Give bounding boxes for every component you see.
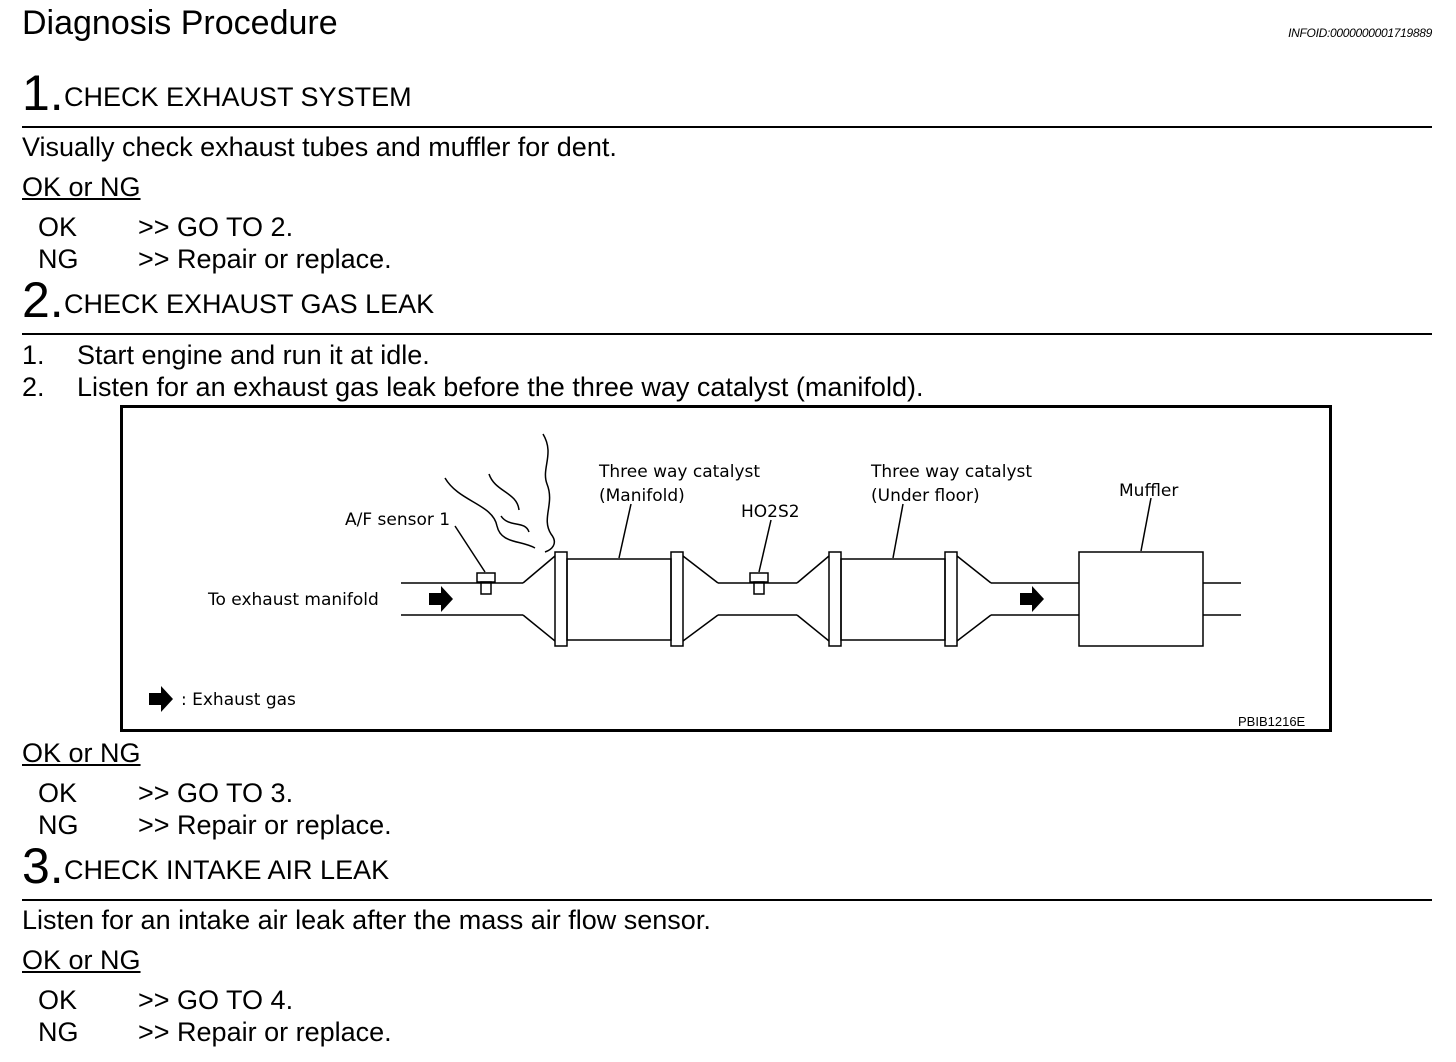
cone-1-top (522, 555, 556, 584)
step-2-divider (22, 333, 1432, 335)
catalyst-1-flange-right (670, 551, 684, 647)
catalyst-manifold-label-1: Three way catalyst (598, 462, 760, 482)
catalyst-underfloor-label-1: Three way catalyst (870, 462, 1032, 482)
ho2s2-leader (758, 519, 772, 573)
catalyst-2-flange-left (828, 551, 842, 647)
ho2s2-cap (749, 572, 769, 583)
step-1-divider (22, 126, 1432, 128)
catalyst-1-leader (618, 503, 632, 559)
cone-4-bottom (956, 614, 992, 642)
step-3-number: 3. (22, 838, 64, 894)
legend-arrow-icon (149, 686, 173, 712)
step-2-list-num-2: 2. (22, 372, 45, 402)
catalyst-1-body (566, 558, 672, 641)
catalyst-2-leader (892, 503, 904, 559)
smoke-curl-2 (444, 477, 536, 549)
cone-2-bottom (682, 614, 719, 642)
catalyst-2-flange-right (944, 551, 958, 647)
smoke-curl-3 (488, 473, 520, 511)
step-2-okng-label: OK or NG (22, 738, 141, 768)
smoke-curl-1 (542, 433, 556, 553)
step-1-number: 1. (22, 65, 64, 121)
af-sensor-label: A/F sensor 1 (345, 510, 450, 530)
exhaust-system-diagram: Three way catalyst (Manifold) Three way … (120, 405, 1332, 732)
cone-2-top (682, 555, 719, 584)
step-2-heading: CHECK EXHAUST GAS LEAK (64, 289, 435, 319)
cone-3-bottom (796, 614, 830, 642)
step-2-ng-action: >> Repair or replace. (138, 810, 392, 840)
flow-arrow-rear (1020, 586, 1044, 612)
step-3-ng-key: NG (38, 1017, 79, 1047)
catalyst-2-body (840, 558, 946, 641)
step-3-body: Listen for an intake air leak after the … (22, 905, 711, 935)
step-1-ok-action: >> GO TO 2. (138, 212, 294, 242)
step-1-ng-action: >> Repair or replace. (138, 244, 392, 274)
step-2-number: 2. (22, 272, 64, 328)
flow-arrow-inlet (429, 586, 453, 612)
step-1-ng-key: NG (38, 244, 79, 274)
muffler-leader (1140, 497, 1152, 552)
step-2-list-text-2: Listen for an exhaust gas leak before th… (77, 372, 924, 402)
catalyst-1-flange-left (554, 551, 568, 647)
ho2s2-label: HO2S2 (741, 502, 800, 522)
muffler-body (1078, 551, 1204, 647)
page-title: Diagnosis Procedure (22, 4, 338, 42)
step-3-ok-action: >> GO TO 4. (138, 985, 294, 1015)
af-sensor-cap (476, 572, 496, 583)
step-3-divider (22, 899, 1432, 901)
smoke-curl-4 (500, 515, 530, 533)
figure-code: PBIB1216E (1238, 714, 1306, 729)
step-2-list-text-1: Start engine and run it at idle. (77, 340, 430, 370)
step-3-ok-key: OK (38, 985, 78, 1015)
muffler-label: Muffler (1119, 481, 1178, 501)
step-3-heading: CHECK INTAKE AIR LEAK (64, 855, 390, 885)
step-1-ok-key: OK (38, 212, 78, 242)
exhaust-diagram-svg: Three way catalyst (Manifold) Three way … (149, 433, 1306, 729)
cone-4-top (956, 555, 992, 584)
step-1-heading: CHECK EXHAUST SYSTEM (64, 82, 412, 112)
info-id: INFOID:0000000001719889 (1288, 26, 1432, 40)
step-2-ng-key: NG (38, 810, 79, 840)
step-2-list-num-1: 1. (22, 340, 45, 370)
af-sensor-leader (454, 525, 486, 573)
legend-label: : Exhaust gas (181, 690, 296, 710)
catalyst-underfloor-label-2: (Under floor) (871, 486, 980, 506)
cone-3-top (796, 555, 830, 584)
step-2-ok-key: OK (38, 778, 78, 808)
step-3-ng-action: >> Repair or replace. (138, 1017, 392, 1047)
ho2s2-body (753, 581, 765, 595)
step-2-ok-action: >> GO TO 3. (138, 778, 294, 808)
to-exhaust-manifold-label: To exhaust manifold (207, 590, 379, 610)
step-1-okng-label: OK or NG (22, 172, 141, 202)
af-sensor-body (480, 581, 492, 595)
step-1-body: Visually check exhaust tubes and muffler… (22, 132, 617, 162)
catalyst-manifold-label-2: (Manifold) (599, 486, 685, 506)
cone-1-bottom (522, 614, 556, 642)
step-3-okng-label: OK or NG (22, 945, 141, 975)
